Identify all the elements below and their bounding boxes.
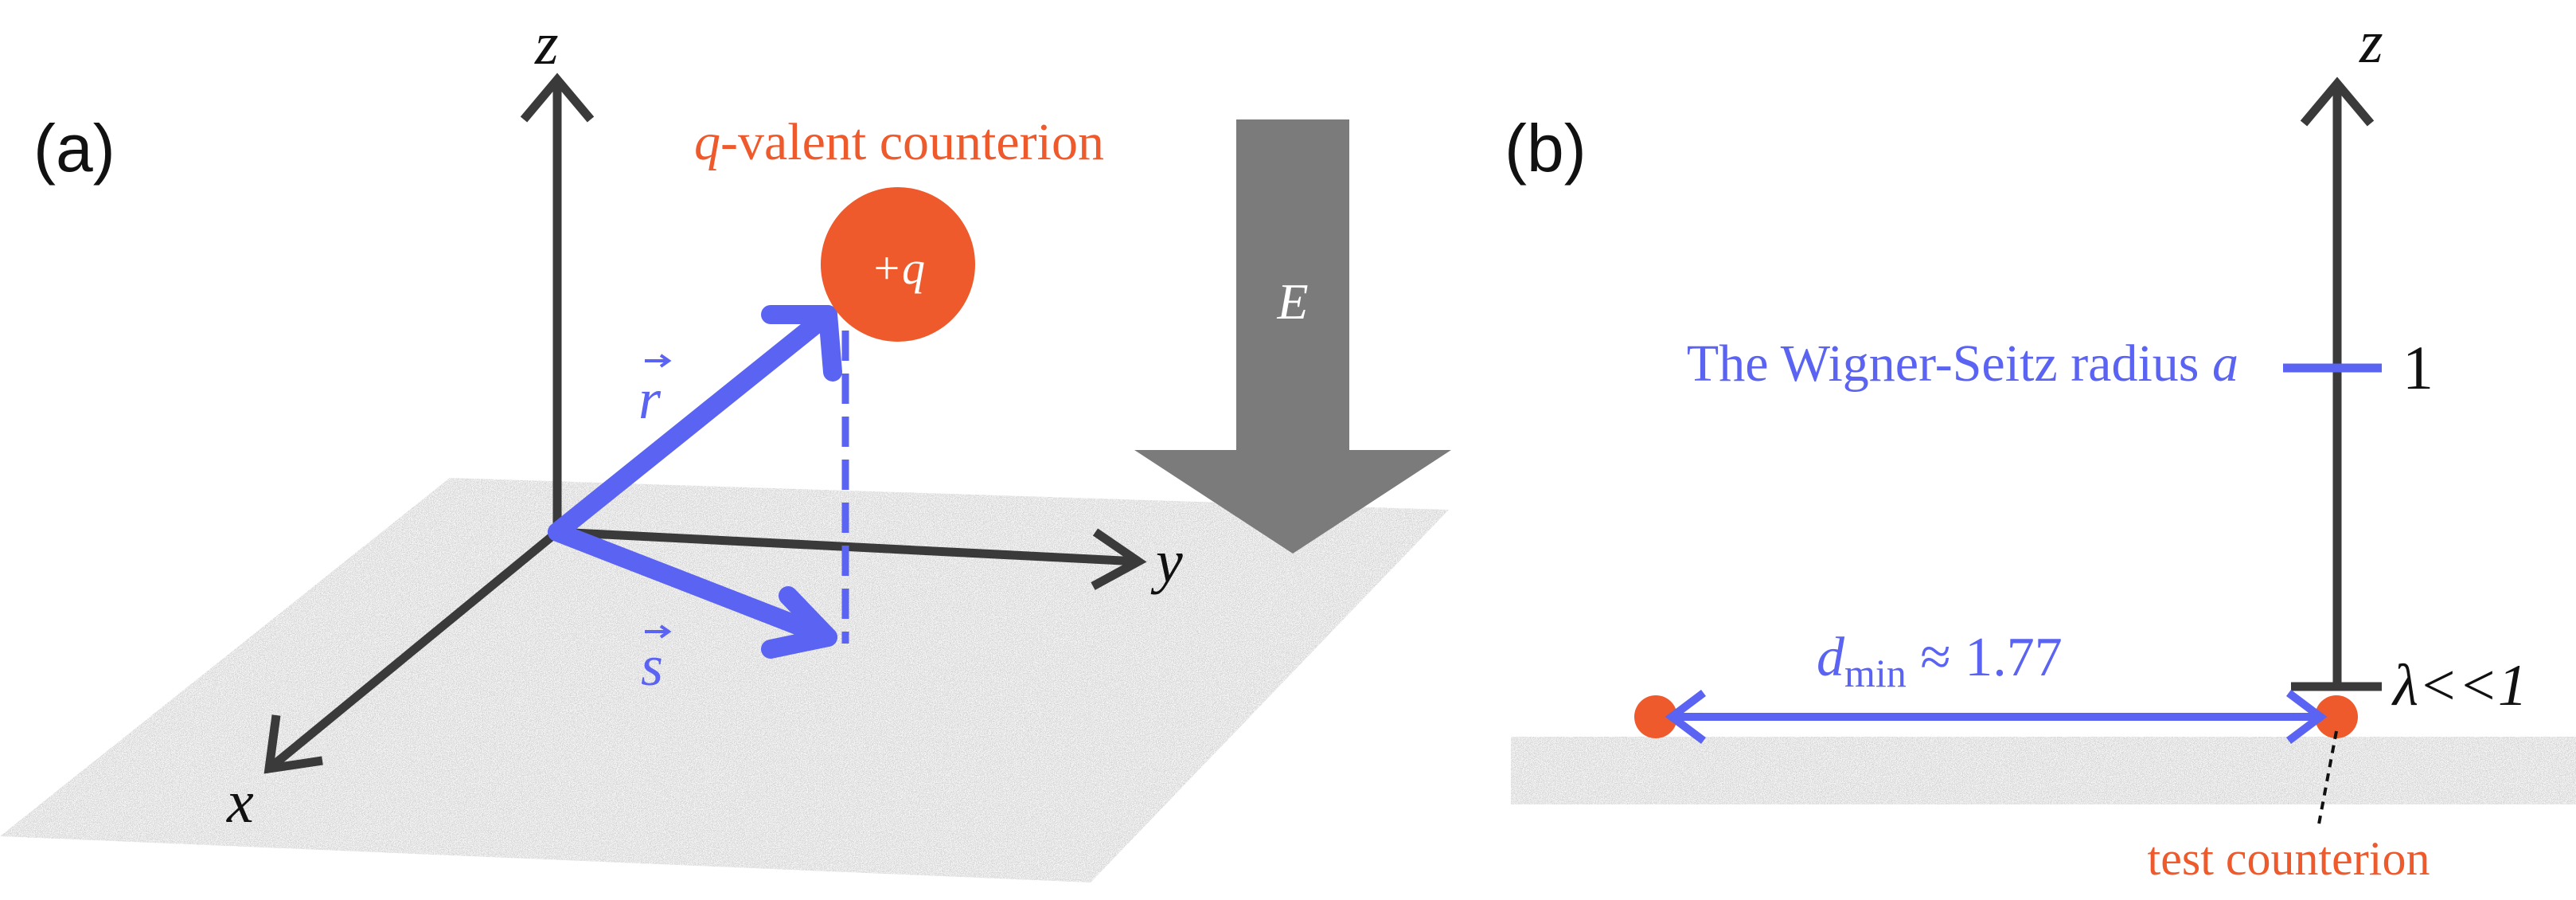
x-axis-a: [263, 528, 560, 774]
panel-a: (a) z y x r: [0, 10, 1451, 882]
test-counterion-label: test counterion: [2148, 832, 2430, 885]
dmin-arrow: [1665, 690, 2328, 744]
panel-b: (b) z 1 The Wigner-Seitz radius a λ<<1: [1505, 9, 2576, 885]
counterion-charge: +q: [871, 242, 925, 294]
field-arrow-icon: [1134, 119, 1451, 554]
counterion-sphere: [821, 187, 975, 342]
field-label: E: [1276, 273, 1308, 330]
panel-a-label: (a): [33, 111, 115, 186]
tick-one-label: 1: [2402, 333, 2434, 402]
vector-r-arrow-icon: [645, 354, 672, 368]
vector-s-label: s: [641, 624, 672, 698]
wigner-seitz-label: The Wigner-Seitz radius a: [1687, 335, 2238, 393]
test-counterion: [2315, 695, 2358, 738]
vector-r-label: r: [638, 354, 672, 431]
svg-text:s: s: [641, 634, 663, 698]
vector-s: [548, 522, 837, 659]
x-axis-label-a: x: [226, 769, 254, 835]
z-axis-label-b: z: [2359, 9, 2383, 76]
tick-lambda-label: λ<<1: [2391, 653, 2527, 718]
vector-r: [548, 305, 842, 542]
z-axis-b: [2300, 76, 2375, 689]
dmin-label: dmin ≈ 1.77: [1817, 627, 2063, 695]
z-axis-a: [520, 72, 595, 532]
panel-b-label: (b): [1505, 111, 1587, 186]
surface-plane-a: [0, 478, 1449, 882]
vector-s-arrow-icon: [645, 624, 672, 639]
test-counterion-leader: [2316, 730, 2338, 829]
y-axis-label-a: y: [1150, 528, 1183, 595]
z-axis-label-a: z: [534, 10, 559, 77]
surface-strip-b: [1511, 737, 2576, 804]
neighbor-counterion: [1634, 695, 1677, 738]
svg-text:r: r: [638, 367, 662, 431]
counterion-title: q-valent counterion: [694, 113, 1104, 171]
